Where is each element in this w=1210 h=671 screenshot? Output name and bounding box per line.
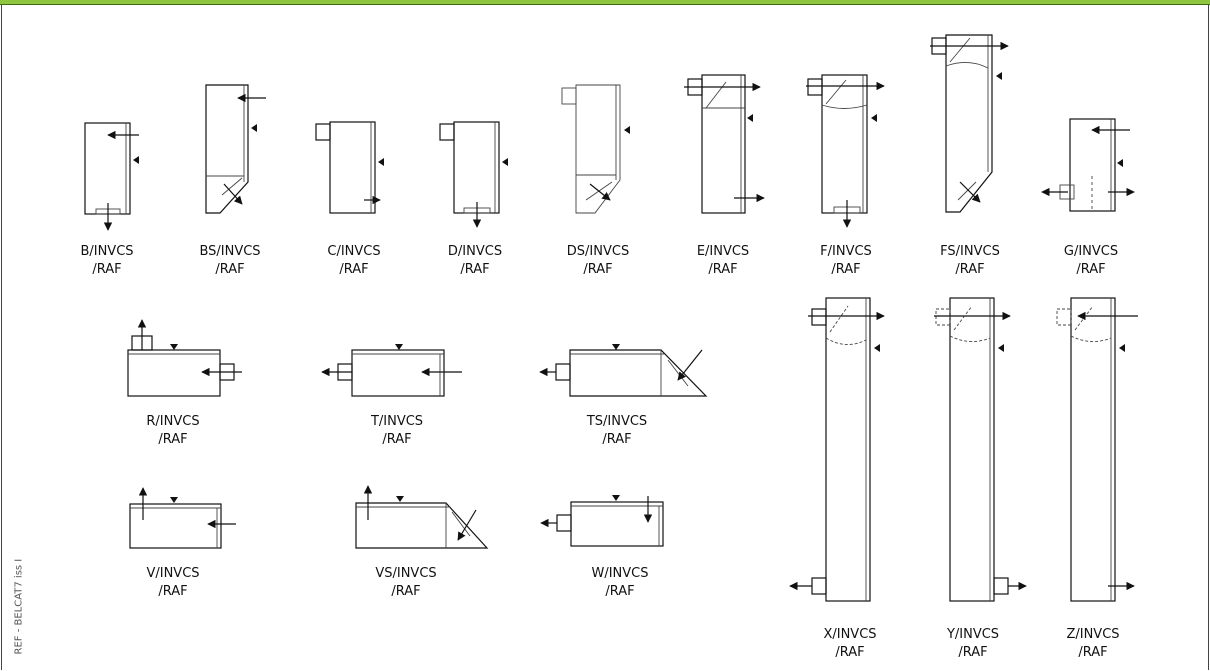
diagram-ts xyxy=(539,344,708,397)
diagram-x xyxy=(789,297,885,602)
label-ds: DS/INVCS/RAF xyxy=(566,244,630,277)
label-vs: VS/INVCS/RAF xyxy=(375,566,437,599)
diagram-d xyxy=(439,121,508,228)
diagram-v xyxy=(129,487,236,549)
page-frame xyxy=(1,5,1209,670)
diagram-e xyxy=(684,74,765,214)
diagram-y xyxy=(934,297,1027,602)
label-y: Y/INVCS/RAF xyxy=(946,627,1000,660)
reference-side-text: REF - BELCAT7 iss I xyxy=(13,558,25,655)
label-t: T/INVCS/RAF xyxy=(370,414,424,447)
diagram-t xyxy=(321,344,462,397)
diagram-vs xyxy=(355,485,489,549)
label-g: G/INVCS/RAF xyxy=(1063,244,1119,277)
diagram-bs xyxy=(205,84,266,214)
label-e: E/INVCS/RAF xyxy=(696,244,750,277)
label-b: B/INVCS/RAF xyxy=(80,244,134,277)
label-z: Z/INVCS/RAF xyxy=(1066,627,1120,660)
label-d: D/INVCS/RAF xyxy=(447,244,503,277)
label-fs: FS/INVCS/RAF xyxy=(940,244,1000,277)
label-w: W/INVCS/RAF xyxy=(591,566,649,599)
label-bs: BS/INVCS/RAF xyxy=(199,244,261,277)
label-c: C/INVCS/RAF xyxy=(327,244,381,277)
label-f: F/INVCS/RAF xyxy=(820,244,872,277)
label-x: X/INVCS/RAF xyxy=(823,627,877,660)
diagram-g xyxy=(1041,118,1135,212)
diagram-r xyxy=(127,319,242,397)
label-r: R/INVCS/RAF xyxy=(146,414,200,447)
diagram-w xyxy=(540,495,664,547)
diagram-c xyxy=(315,121,384,214)
label-ts: TS/INVCS/RAF xyxy=(586,414,648,447)
top-border-bar xyxy=(0,0,1210,5)
diagram-z xyxy=(1056,297,1138,602)
diagram-f xyxy=(806,74,885,228)
diagram-fs xyxy=(930,34,1009,213)
diagram-ds xyxy=(561,84,630,214)
label-v: V/INVCS/RAF xyxy=(146,566,200,599)
diagram-b xyxy=(84,122,139,231)
